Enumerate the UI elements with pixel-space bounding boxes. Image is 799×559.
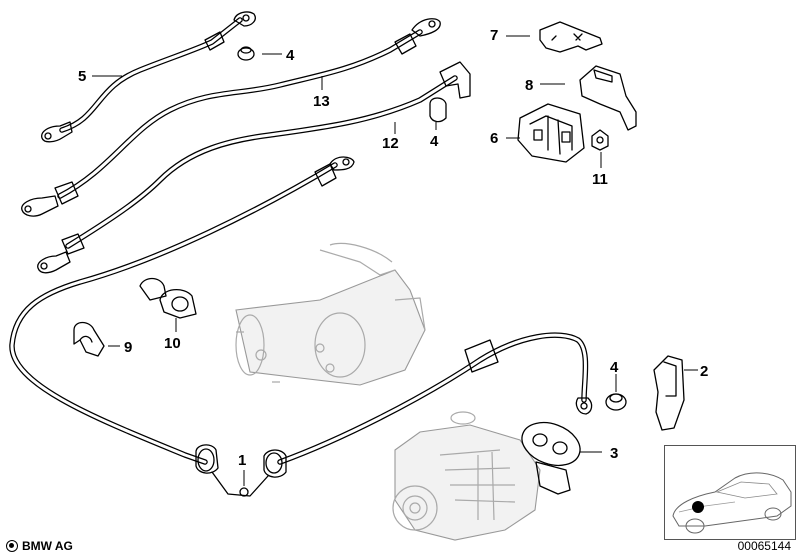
callout-3: 3 [610,445,618,462]
callout-8: 8 [525,77,533,94]
cable-part-1 [9,156,593,497]
clip-part-10 [139,277,197,319]
alternator-ghost [392,411,541,541]
cap-part-8 [579,65,637,131]
bracket-part-2 [653,355,685,431]
grommet-part-4-middle [429,97,447,123]
callout-4-middle: 4 [430,133,439,150]
callout-4-right: 4 [610,359,619,376]
grommet-part-4-top [237,46,255,61]
callouts: 5 4 13 12 4 7 8 6 11 9 10 1 4 2 3 [78,27,708,469]
copyright-icon [6,540,18,552]
grommet-part-4-right [605,393,627,411]
callout-13: 13 [313,93,330,110]
callout-1: 1 [238,452,246,469]
car-outline-icon [672,472,792,534]
callout-11: 11 [592,171,608,188]
callout-12: 12 [382,135,399,152]
callout-4-top: 4 [286,47,295,64]
diagram-number: 00065144 [737,539,791,553]
callout-6: 6 [490,130,498,147]
callout-9: 9 [124,339,132,356]
cable-part-12 [37,61,471,274]
location-dot-icon [692,501,704,513]
terminal-box-part-6 [517,103,585,163]
terminal-part-3 [521,421,581,495]
callout-7: 7 [490,27,498,44]
cable-part-5 [41,11,256,143]
vehicle-location-inset [664,445,796,540]
callout-2: 2 [700,363,708,380]
brand-label: BMW AG [22,539,73,553]
nut-part-11 [591,129,609,151]
callout-10: 10 [164,335,181,352]
cover-part-7 [539,21,603,53]
starter-motor-ghost [235,242,426,386]
callout-5: 5 [78,68,86,85]
clip-part-9 [73,321,105,357]
copyright-brand: BMW AG [6,539,73,553]
leader-lines [92,35,698,486]
cable-part-13 [21,18,441,217]
